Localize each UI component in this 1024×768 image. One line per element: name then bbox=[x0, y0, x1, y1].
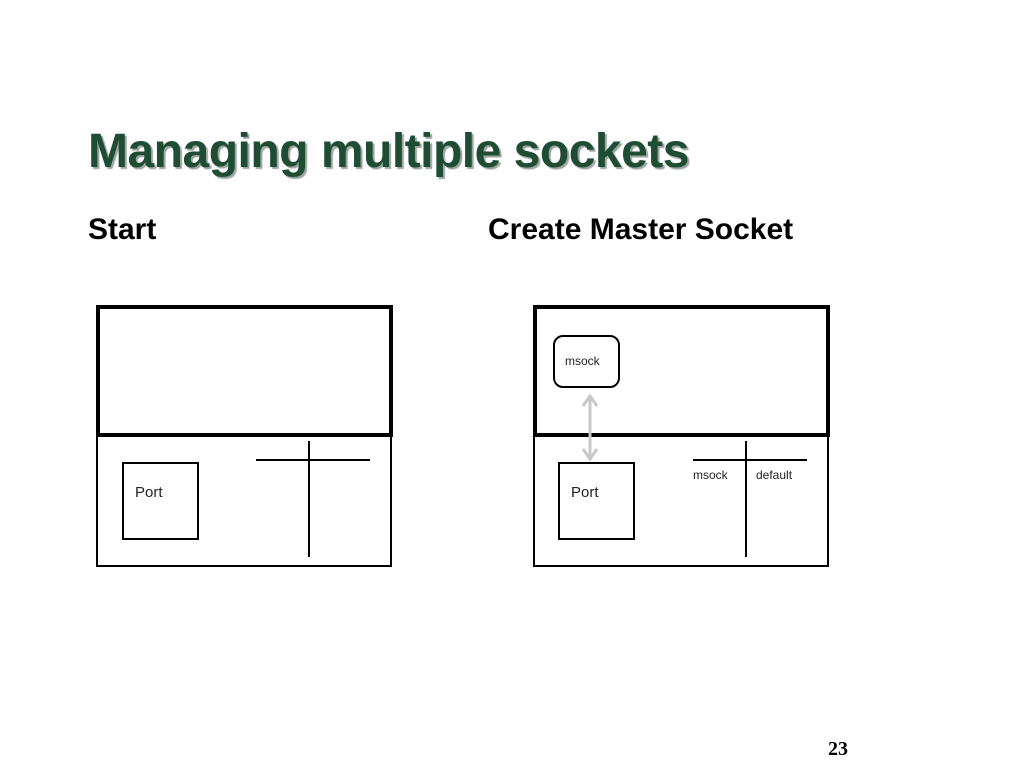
create-master-socket-heading: Create Master Socket bbox=[488, 213, 794, 246]
arrow-up-head-icon bbox=[581, 393, 599, 407]
msock-socket-box bbox=[553, 335, 620, 388]
master-socket-diagram: msock Port msock default bbox=[531, 304, 831, 569]
start-diagram: Port bbox=[94, 304, 394, 569]
process-box bbox=[533, 305, 830, 437]
port-label: Port bbox=[135, 484, 163, 501]
arrow-down-head-icon bbox=[581, 448, 599, 462]
msock-socket-label: msock bbox=[565, 354, 600, 368]
port-box bbox=[558, 462, 635, 540]
port-label: Port bbox=[571, 484, 599, 501]
port-box bbox=[122, 462, 199, 540]
table-col-default-label: default bbox=[756, 468, 793, 482]
table-col-msock-label: msock bbox=[693, 468, 728, 482]
master-socket-diagram-svg bbox=[533, 305, 830, 567]
start-diagram-svg bbox=[96, 305, 393, 567]
kernel-box bbox=[96, 434, 392, 567]
process-box bbox=[96, 305, 393, 437]
page-number: 23 bbox=[828, 738, 848, 760]
kernel-box bbox=[533, 434, 829, 567]
slide-title: Managing multiple sockets bbox=[88, 125, 689, 178]
start-heading: Start bbox=[88, 213, 157, 246]
